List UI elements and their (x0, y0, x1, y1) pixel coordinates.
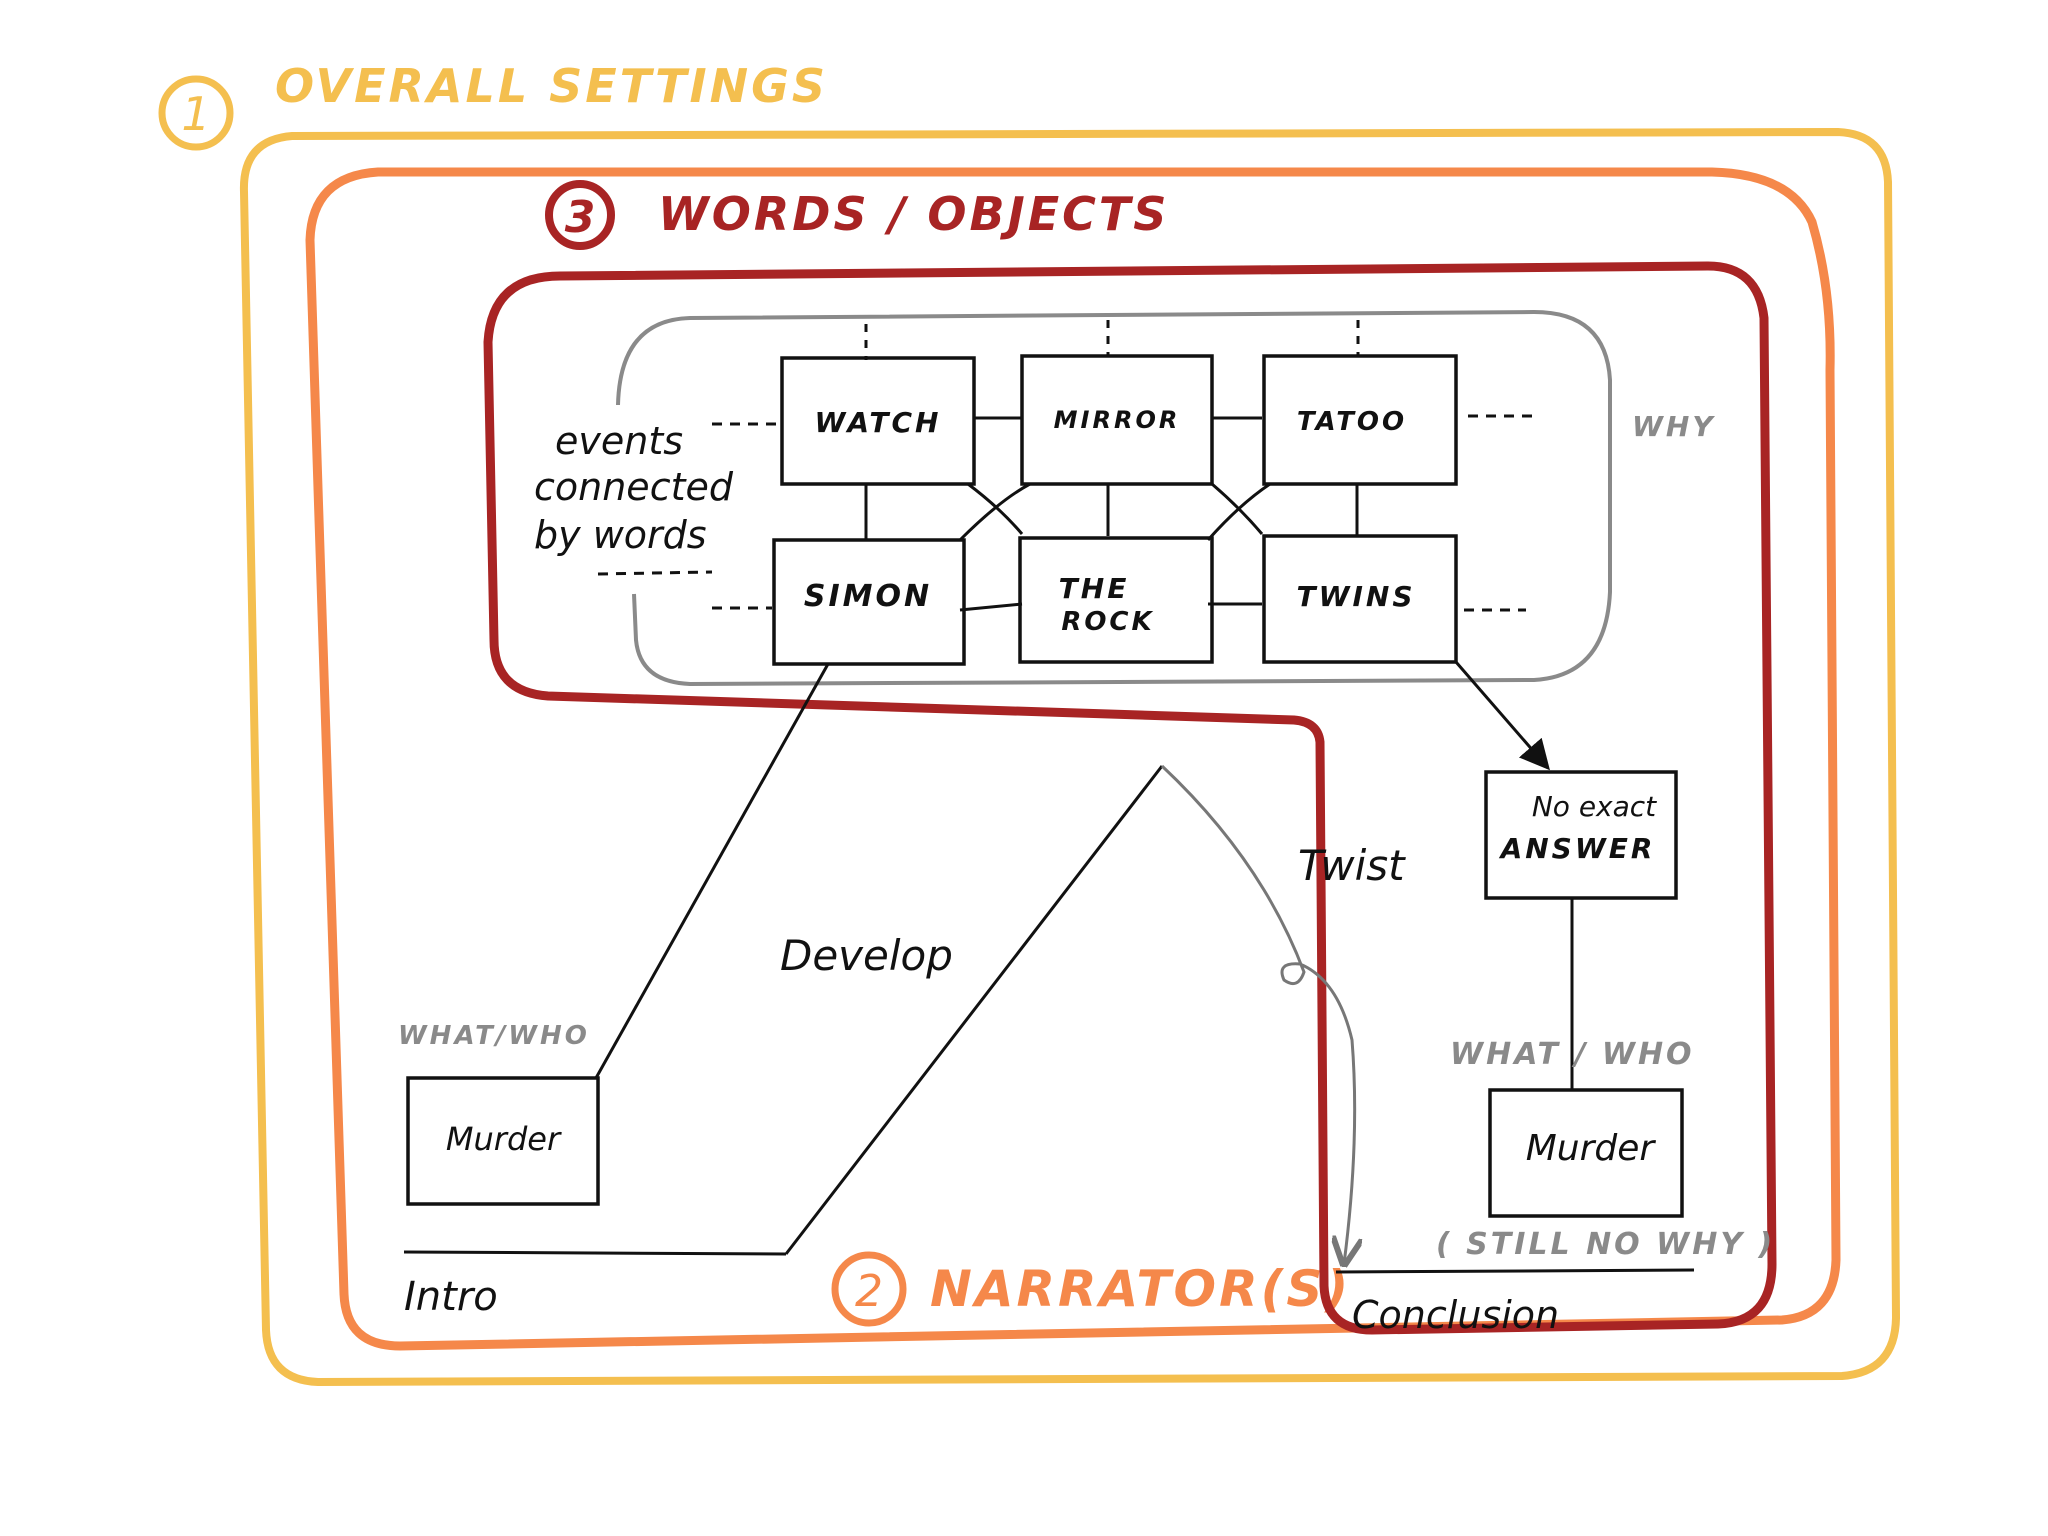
web-caption-line2: connected (534, 465, 734, 509)
words-objects-layer: 3 WORDS / OBJECTS (483, 180, 1777, 1335)
node-simon: SIMON (772, 538, 966, 666)
overall-settings-layer: 1 OVERALL SETTINGS (158, 59, 1900, 1386)
narrators-layer: 2 NARRATOR(S) (305, 167, 1841, 1351)
why-label: WHY (1632, 410, 1716, 443)
murder-box-left: Murder (406, 1076, 600, 1206)
narrators-number-circle (831, 1251, 907, 1327)
what-who-left: WHAT/WHO (398, 1021, 590, 1051)
no-exact-answer-box: No exact ANSWER (1484, 770, 1678, 900)
node-mirror-label: MIRROR (1054, 406, 1181, 434)
node-the-rock-label-line2: ROCK (1061, 607, 1154, 637)
node-watch-label: WATCH (815, 406, 942, 439)
settings-number-circle (158, 75, 234, 151)
words-number: 3 (565, 192, 596, 243)
what-who-right: WHAT / WHO (1450, 1037, 1695, 1072)
word-web: WATCH MIRROR TATOO SIMON THE ROCK TWINS … (534, 309, 1716, 687)
words-number-circle (545, 180, 615, 250)
still-no-why-label: ( STILL NO WHY ) (1436, 1227, 1775, 1262)
web-caption-underline (597, 570, 713, 576)
settings-label: OVERALL SETTINGS (275, 59, 828, 113)
words-frame (483, 261, 1777, 1335)
story-arc: Murder WHAT/WHO No exact ANSWER Murder W… (398, 661, 1775, 1337)
conclusion-baseline (1335, 1268, 1695, 1274)
settings-frame (239, 128, 1900, 1386)
intro-label: Intro (404, 1274, 498, 1320)
conclusion-label: Conclusion (1352, 1293, 1559, 1337)
murder-left-label: Murder (446, 1120, 562, 1158)
develop-label: Develop (780, 931, 953, 980)
node-watch: WATCH (780, 356, 976, 486)
twist-curve (1160, 764, 1355, 1264)
narrators-number: 2 (855, 1266, 883, 1317)
develop-line (784, 765, 1164, 1255)
simon-to-murder-line (594, 663, 830, 1079)
no-exact-answer-line2: ANSWER (1499, 832, 1656, 865)
word-web-connections (712, 320, 1532, 612)
narrators-label: NARRATOR(S) (930, 1260, 1351, 1318)
narrators-frame (305, 167, 1841, 1351)
twins-to-answer-arrow (1454, 661, 1550, 771)
settings-number: 1 (181, 87, 210, 141)
node-twins-label: TWINS (1296, 580, 1415, 613)
node-simon-label: SIMON (804, 579, 932, 614)
word-web-enclosure (616, 309, 1612, 687)
node-tatoo-label: TATOO (1297, 407, 1407, 437)
node-the-rock-label-line1: THE (1059, 572, 1130, 605)
murder-box-right: Murder (1488, 1088, 1684, 1218)
intro-baseline (403, 1250, 787, 1256)
node-twins: TWINS (1262, 534, 1458, 664)
node-mirror: MIRROR (1020, 354, 1214, 486)
web-caption-line3: by words (534, 513, 707, 557)
murder-right-label: Murder (1526, 1128, 1657, 1169)
words-label: WORDS / OBJECTS (658, 187, 1169, 241)
node-tatoo: TATOO (1262, 354, 1458, 486)
no-exact-answer-line1: No exact (1532, 790, 1657, 823)
web-caption-line1: events (555, 419, 683, 463)
twist-label: Twist (1298, 841, 1406, 890)
node-the-rock: THE ROCK (1018, 536, 1214, 664)
